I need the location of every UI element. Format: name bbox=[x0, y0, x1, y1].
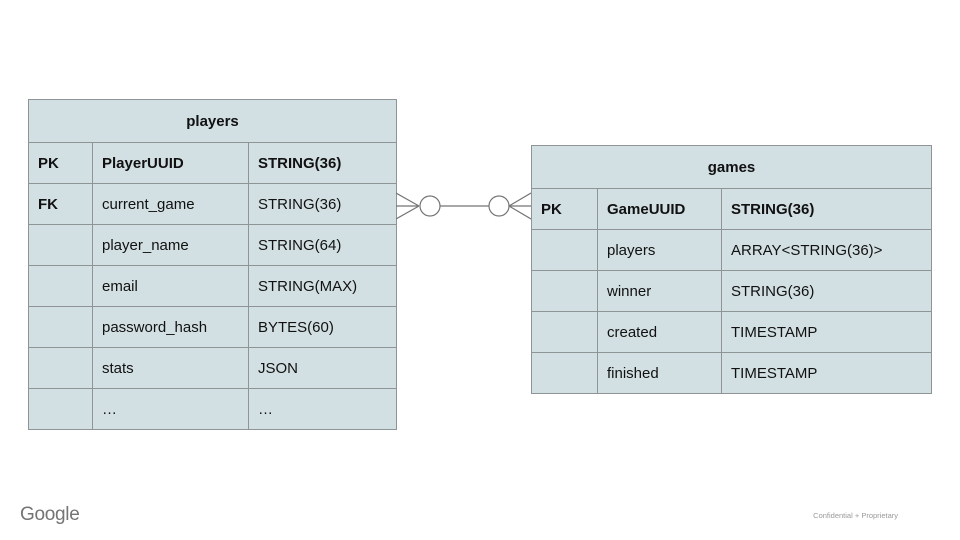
key-cell bbox=[531, 352, 598, 394]
column-name-cell: winner bbox=[597, 270, 722, 312]
table-row: password_hash BYTES(60) bbox=[28, 306, 398, 348]
key-cell bbox=[28, 224, 93, 266]
crow-foot-many-left-icon bbox=[396, 192, 420, 220]
column-type-cell: BYTES(60) bbox=[247, 306, 398, 348]
players-table: players PK PlayerUUID STRING(36) FK curr… bbox=[27, 99, 398, 430]
zero-circle-right-icon bbox=[488, 195, 510, 217]
column-type-cell: ARRAY<STRING(36)> bbox=[720, 229, 933, 271]
column-name-cell: password_hash bbox=[92, 306, 249, 348]
column-type-cell: TIMESTAMP bbox=[720, 311, 933, 353]
table-row: … … bbox=[28, 388, 398, 430]
column-name-cell: players bbox=[597, 229, 722, 271]
relationship-connector bbox=[396, 192, 531, 220]
table-row: created TIMESTAMP bbox=[531, 311, 933, 353]
table-row: PK GameUUID STRING(36) bbox=[531, 188, 933, 230]
column-name-cell: GameUUID bbox=[597, 188, 722, 230]
column-name-cell: created bbox=[597, 311, 722, 353]
players-table-title: players bbox=[27, 99, 398, 143]
key-cell bbox=[531, 270, 598, 312]
key-cell: PK bbox=[28, 142, 93, 184]
crow-foot-many-right-icon bbox=[508, 192, 531, 220]
column-type-cell: STRING(MAX) bbox=[247, 265, 398, 307]
table-row: winner STRING(36) bbox=[531, 270, 933, 312]
column-type-cell: STRING(64) bbox=[247, 224, 398, 266]
column-name-cell: … bbox=[92, 388, 249, 430]
games-table: games PK GameUUID STRING(36) players ARR… bbox=[530, 145, 933, 394]
key-cell bbox=[28, 388, 93, 430]
table-row: finished TIMESTAMP bbox=[531, 352, 933, 394]
key-cell: FK bbox=[28, 183, 93, 225]
zero-circle-left-icon bbox=[419, 195, 441, 217]
key-cell bbox=[531, 229, 598, 271]
table-row: stats JSON bbox=[28, 347, 398, 389]
players-table-header: players bbox=[27, 99, 398, 143]
column-type-cell: STRING(36) bbox=[720, 188, 933, 230]
column-type-cell: STRING(36) bbox=[247, 142, 398, 184]
table-row: players ARRAY<STRING(36)> bbox=[531, 229, 933, 271]
table-row: FK current_game STRING(36) bbox=[28, 183, 398, 225]
column-type-cell: STRING(36) bbox=[247, 183, 398, 225]
column-type-cell: TIMESTAMP bbox=[720, 352, 933, 394]
key-cell: PK bbox=[531, 188, 598, 230]
column-type-cell: STRING(36) bbox=[720, 270, 933, 312]
column-name-cell: email bbox=[92, 265, 249, 307]
column-name-cell: PlayerUUID bbox=[92, 142, 249, 184]
table-row: player_name STRING(64) bbox=[28, 224, 398, 266]
games-table-header: games bbox=[530, 145, 933, 189]
google-logo: Google bbox=[20, 504, 80, 525]
key-cell bbox=[28, 347, 93, 389]
table-row: PK PlayerUUID STRING(36) bbox=[28, 142, 398, 184]
key-cell bbox=[531, 311, 598, 353]
table-row: email STRING(MAX) bbox=[28, 265, 398, 307]
column-type-cell: … bbox=[247, 388, 398, 430]
column-type-cell: JSON bbox=[247, 347, 398, 389]
column-name-cell: current_game bbox=[92, 183, 249, 225]
games-table-title: games bbox=[530, 145, 933, 189]
column-name-cell: player_name bbox=[92, 224, 249, 266]
confidentiality-note: Confidential + Proprietary bbox=[813, 511, 898, 520]
key-cell bbox=[28, 265, 93, 307]
column-name-cell: finished bbox=[597, 352, 722, 394]
key-cell bbox=[28, 306, 93, 348]
column-name-cell: stats bbox=[92, 347, 249, 389]
